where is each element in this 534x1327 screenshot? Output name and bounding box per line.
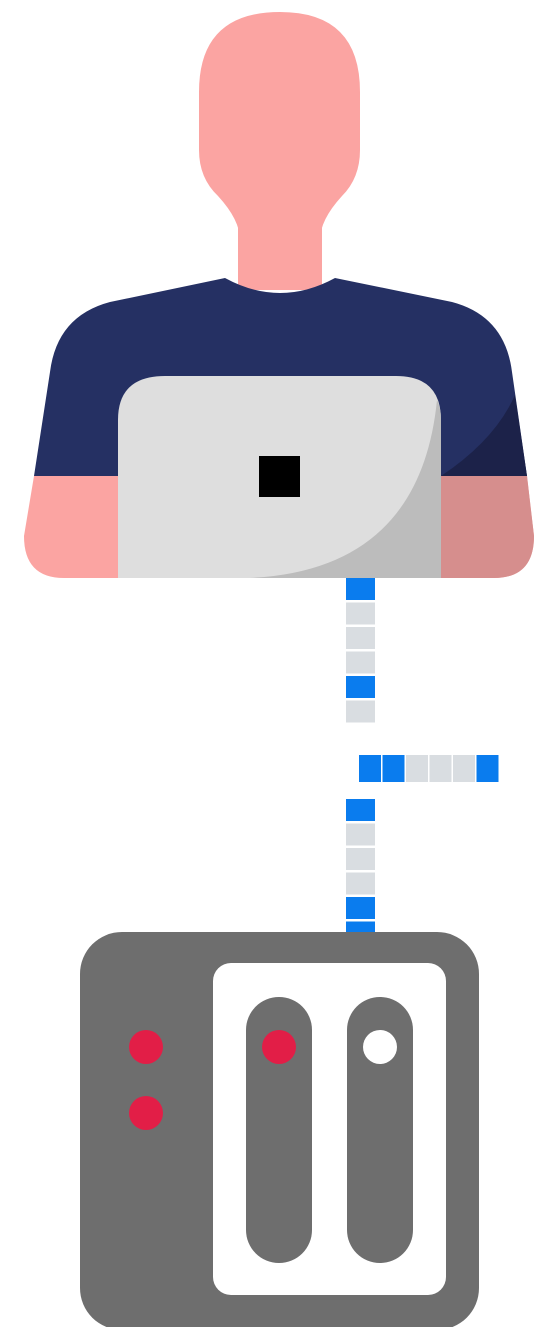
data-bit-off xyxy=(430,755,452,782)
data-bit-off xyxy=(346,652,375,674)
data-bit-off xyxy=(346,603,375,625)
drive-led xyxy=(363,1030,397,1064)
data-bit-on xyxy=(346,897,375,919)
data-bit-off xyxy=(453,755,475,782)
data-bit-on xyxy=(359,755,381,782)
data-bit-off xyxy=(346,824,375,846)
data-bits-middle-row xyxy=(359,755,499,782)
user-head xyxy=(199,12,360,240)
data-bit-off xyxy=(346,873,375,895)
data-bit-off xyxy=(346,627,375,649)
data-bit-off xyxy=(406,755,428,782)
data-bit-on xyxy=(346,676,375,698)
user-arm-shadow xyxy=(441,476,534,578)
status-led xyxy=(129,1030,163,1064)
laptop-logo xyxy=(259,456,300,497)
data-bits-lower-column xyxy=(346,799,375,944)
data-bit-on xyxy=(477,755,499,782)
nas-server-icon xyxy=(80,932,479,1327)
data-bit-on xyxy=(346,799,375,821)
drive-led xyxy=(262,1030,296,1064)
data-bits-upper-column xyxy=(346,578,375,723)
laptop-icon xyxy=(118,376,441,578)
status-led xyxy=(129,1096,163,1130)
data-bit-on xyxy=(383,755,405,782)
data-bit-on xyxy=(346,578,375,600)
data-bit-off xyxy=(346,701,375,723)
data-bit-off xyxy=(346,848,375,870)
